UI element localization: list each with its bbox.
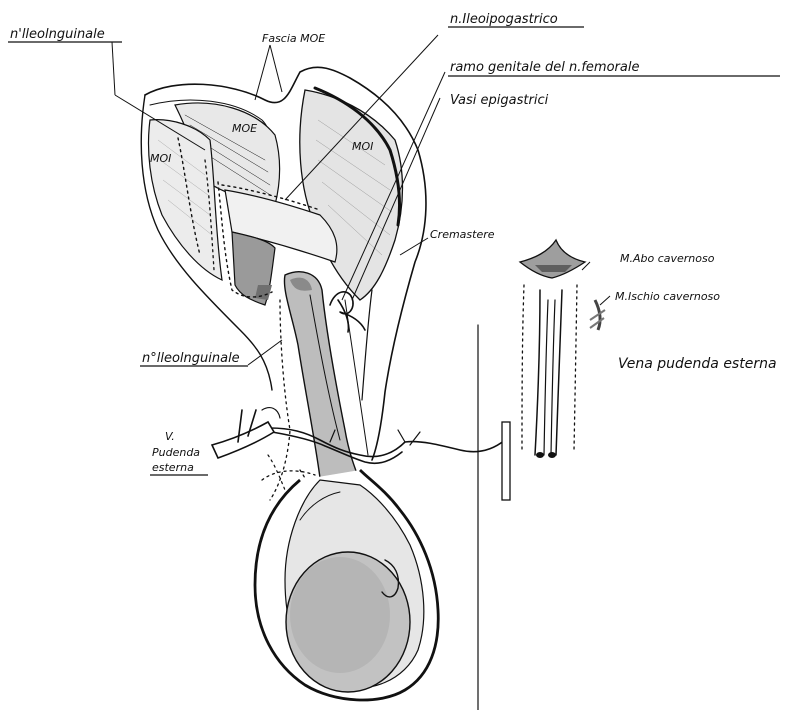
inguinal-fascia-band [221,184,338,263]
label-m-ischio-cavernoso: M.Ischio cavernoso [615,290,720,303]
label-genitofemorale: ramo genitale del n.femorale [450,60,639,75]
labels: n'lleolnguinale Fascia MOE n.Ileoipogast… [10,12,777,474]
label-vasi-epigastrici: Vasi epigastrici [450,93,549,108]
external-pudendal-vein [210,407,286,491]
small-vessel-stub [501,421,511,501]
penile-muscle-diagram [518,238,606,458]
label-cremastere: Cremastere [430,228,495,241]
label-vena-pudenda-esterna: Vena pudenda esterna [618,356,777,372]
moi-right-flap [299,86,404,301]
label-fascia-moe: Fascia MOE [262,32,325,45]
nerve-crossing-branch [269,427,506,465]
label-moi-right: MOI [352,140,373,153]
label-m-ano-cavernoso: M.Abo cavernoso [620,252,715,265]
label-ileoinguinale-top: n'lleolnguinale [10,27,105,42]
leader-lines [111,34,611,366]
label-v: V. [165,430,175,443]
label-ileoipogastrico: n.Ileoipogastrico [450,12,558,27]
label-esterna: esterna [152,461,194,474]
epigastric-vessel-loops [329,291,366,333]
label-ileoinguinale-mid: n°lleolnguinale [142,351,240,366]
label-pudenda: Pudenda [152,446,200,459]
label-moi-left: MOI [150,152,171,165]
spermatic-cord [283,271,373,496]
label-underlines [8,26,780,476]
moi-left-flap [147,119,223,281]
label-moe: MOE [232,122,257,135]
midline [477,324,511,711]
testis [284,479,425,693]
